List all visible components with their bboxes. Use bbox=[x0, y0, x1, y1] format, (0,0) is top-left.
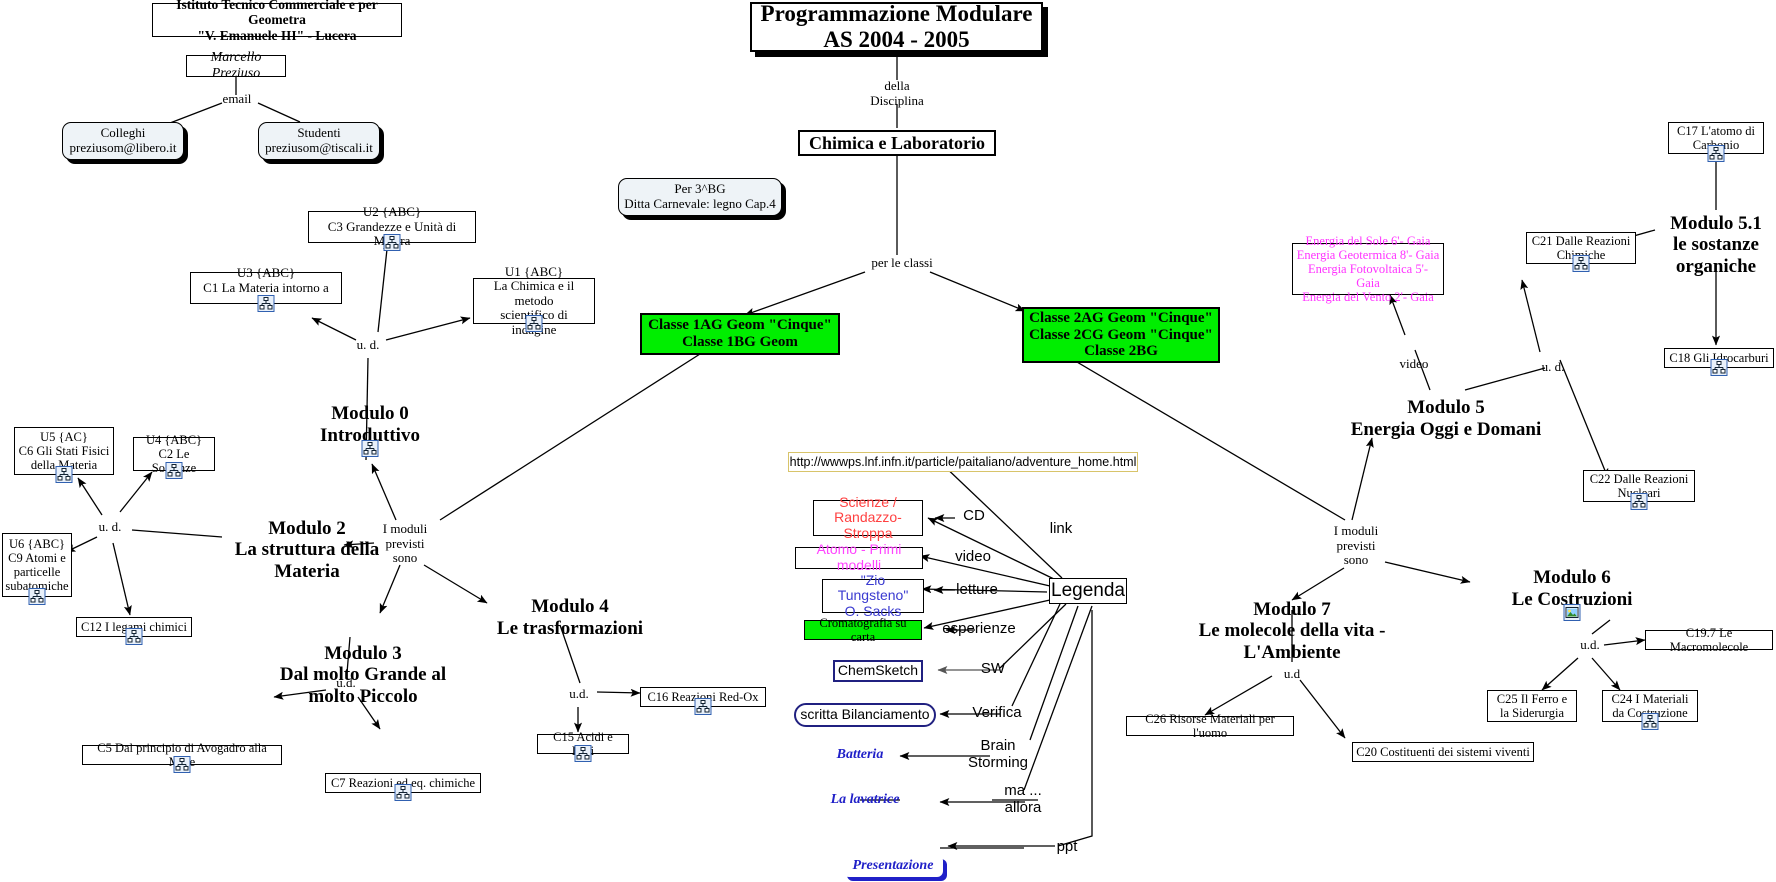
submap-icon[interactable] bbox=[394, 784, 412, 801]
concept-node-c24[interactable]: C24 I Materiali da Costruzione bbox=[1602, 690, 1698, 730]
legend-hub-node[interactable]: Legenda bbox=[1049, 578, 1127, 604]
submap-icon[interactable] bbox=[574, 745, 592, 762]
legend-relation-video: video bbox=[955, 547, 991, 565]
submap-icon[interactable] bbox=[165, 462, 183, 479]
submap-icon[interactable] bbox=[257, 295, 275, 312]
class-node-1ag-1bg[interactable]: Classe 1AG Geom "Cinque" Classe 1BG Geom bbox=[640, 313, 840, 355]
submap-icon[interactable] bbox=[525, 315, 543, 332]
legend-relation-ppt: ppt bbox=[1056, 837, 1078, 855]
link-label-ud-modulo7: u.d bbox=[1283, 665, 1301, 681]
link-label-ud-modulo5: u. d. bbox=[1541, 358, 1565, 374]
module-node-0[interactable]: Modulo 0 Introduttivo bbox=[300, 402, 440, 457]
legend-relation-brainstorming: Brain Storming bbox=[967, 737, 1029, 771]
submap-icon[interactable] bbox=[125, 628, 143, 645]
concept-node-c17[interactable]: C17 L'atomo di Carbonio bbox=[1668, 122, 1764, 162]
legend-relation-verifica: Verifica bbox=[972, 703, 1022, 721]
subject-node[interactable]: Chimica e Laboratorio bbox=[798, 130, 996, 156]
link-label-ud-modulo3: u.d. bbox=[336, 674, 356, 690]
submap-icon[interactable] bbox=[1572, 255, 1590, 272]
concept-node-u1[interactable]: U1 {ABC} La Chimica e il metodo scientif… bbox=[473, 264, 595, 337]
picture-resource-icon[interactable] bbox=[1563, 604, 1581, 621]
concept-node-c21[interactable]: C21 Dalle Reazioni Chimiche bbox=[1526, 232, 1636, 272]
concept-node-c19[interactable]: C19.7 Le Macromolecole bbox=[1645, 626, 1773, 654]
legend-relation-cd: CD bbox=[963, 506, 985, 524]
link-label-ud-modulo4: u.d. bbox=[569, 685, 589, 701]
concept-node-u2[interactable]: U2 {ABC} C3 Grandezze e Unità di Misura bbox=[308, 204, 476, 251]
legend-relation-ma-allora: ma ... allora bbox=[1004, 782, 1042, 816]
legend-relation-sw: SW bbox=[980, 659, 1006, 677]
link-label-video-modulo5: video bbox=[1399, 355, 1429, 371]
map-title: Programmazione Modulare AS 2004 - 2005 bbox=[750, 1, 1043, 52]
legend-relation-letture: letture bbox=[956, 580, 998, 598]
submap-icon[interactable] bbox=[1641, 713, 1659, 730]
module-node-2[interactable]: Modulo 2 La struttura della Materia bbox=[234, 517, 380, 582]
module-node-5[interactable]: Modulo 5 Energia Oggi e Domani bbox=[1350, 397, 1542, 440]
submap-icon[interactable] bbox=[1630, 493, 1648, 510]
school-header-box: Istituto Tecnico Commerciale e per Geome… bbox=[152, 0, 402, 43]
legend-target-video[interactable]: Atomo - Primi modelli bbox=[795, 541, 923, 573]
legend-relation-link: link bbox=[1049, 519, 1073, 537]
author-node[interactable]: Marcello Preziuso bbox=[186, 50, 286, 81]
legend-target-letture[interactable]: "Zio Tungsteno" O. Sacks bbox=[822, 572, 924, 619]
concept-node-energie[interactable]: Energia del Sole 6'- Gaia Energia Geoter… bbox=[1292, 234, 1444, 304]
submap-icon[interactable] bbox=[694, 698, 712, 715]
legend-relation-esperienze: esperienze bbox=[942, 619, 1016, 637]
concept-node-c7[interactable]: C7 Reazioni ed eq. chimiche bbox=[325, 773, 481, 801]
note-node-per-3bg[interactable]: Per 3^BG Ditta Carnevale: legno Cap.4 bbox=[618, 178, 782, 216]
concept-node-c16[interactable]: C16 Reazioni Red-Ox bbox=[640, 687, 766, 715]
concept-node-c20[interactable]: C20 Costituenti dei sistemi viventi bbox=[1352, 742, 1534, 762]
legend-target-brainstorming[interactable]: Batteria bbox=[836, 747, 884, 763]
module-node-7[interactable]: Modulo 7 Le molecole della vita - L'Ambi… bbox=[1198, 598, 1386, 663]
legend-target-esperienze[interactable]: Cromatografia su carta bbox=[804, 616, 922, 644]
concept-node-c18[interactable]: C18 Gli Idrocarburi bbox=[1664, 348, 1774, 376]
legend-target-sw[interactable]: ChemSketch bbox=[833, 660, 923, 682]
link-label-per-le-classi: per le classi bbox=[871, 254, 933, 270]
legend-target-ppt[interactable]: Presentazione bbox=[843, 855, 943, 877]
link-label-email: email bbox=[222, 90, 252, 106]
link-label-ud-modulo0: u. d. bbox=[356, 336, 380, 352]
email-node-studenti[interactable]: Studenti preziusom@tiscali.it bbox=[258, 122, 380, 160]
concept-node-u3[interactable]: U3 {ABC} C1 La Materia intorno a noi bbox=[190, 265, 342, 312]
concept-node-c15[interactable]: C15 Acidi e Basi bbox=[537, 730, 629, 762]
link-label-moduli-previsti-left: I moduli previsti sono bbox=[382, 521, 428, 566]
class-node-2ag-2cg-2bg[interactable]: Classe 2AG Geom "Cinque" Classe 2CG Geom… bbox=[1022, 307, 1220, 363]
concept-node-u6[interactable]: U6 {ABC} C9 Atomi e particelle subatomic… bbox=[2, 533, 72, 605]
submap-icon[interactable] bbox=[55, 466, 73, 483]
submap-icon[interactable] bbox=[28, 588, 46, 605]
concept-node-c12[interactable]: C12 I legami chimici bbox=[76, 617, 192, 645]
submap-icon[interactable] bbox=[361, 440, 379, 457]
concept-node-c26[interactable]: C26 Risorse Materiali per l'uomo bbox=[1126, 712, 1294, 740]
module-node-4[interactable]: Modulo 4 Le trasformazioni bbox=[496, 596, 644, 639]
module-node-3[interactable]: Modulo 3 Dal molto Grande al molto Picco… bbox=[279, 642, 447, 707]
link-label-moduli-previsti-right: I moduli previsti sono bbox=[1333, 523, 1379, 568]
submap-icon[interactable] bbox=[1707, 145, 1725, 162]
submap-icon[interactable] bbox=[173, 756, 191, 773]
link-label-della-disciplina: della Disciplina bbox=[870, 78, 924, 108]
concept-node-c22[interactable]: C22 Dalle Reazioni Nucleari bbox=[1583, 470, 1695, 510]
concept-node-c25[interactable]: C25 Il Ferro e la Siderurgia bbox=[1487, 690, 1577, 722]
concept-node-c5[interactable]: C5 Dal principio di Avogadro alla Mole bbox=[82, 741, 282, 773]
legend-url-node[interactable]: http://wwwps.lnf.infn.it/particle/paital… bbox=[788, 452, 1138, 472]
link-label-ud-modulo6: u.d. bbox=[1580, 636, 1600, 652]
concept-node-u4[interactable]: U4 {ABC} C2 Le Sostanze bbox=[133, 433, 215, 479]
submap-icon[interactable] bbox=[1710, 359, 1728, 376]
email-node-colleghi[interactable]: Colleghi preziusom@libero.it bbox=[62, 122, 184, 160]
module-node-6[interactable]: Modulo 6 Le Costruzioni bbox=[1488, 566, 1656, 621]
module-node-51[interactable]: Modulo 5.1 le sostanze organiche bbox=[1670, 212, 1762, 277]
link-label-ud-modulo2: u. d. bbox=[98, 518, 122, 534]
legend-target-verifica[interactable]: scritta Bilanciamento bbox=[794, 703, 936, 727]
submap-icon[interactable] bbox=[383, 234, 401, 251]
concept-node-u5[interactable]: U5 {AC} C6 Gli Stati Fisici della Materi… bbox=[14, 427, 114, 483]
legend-target-ma-allora[interactable]: La lavatrice bbox=[830, 792, 900, 808]
legend-target-cd[interactable]: Scienze / Randazzo-Stroppa bbox=[813, 494, 923, 541]
